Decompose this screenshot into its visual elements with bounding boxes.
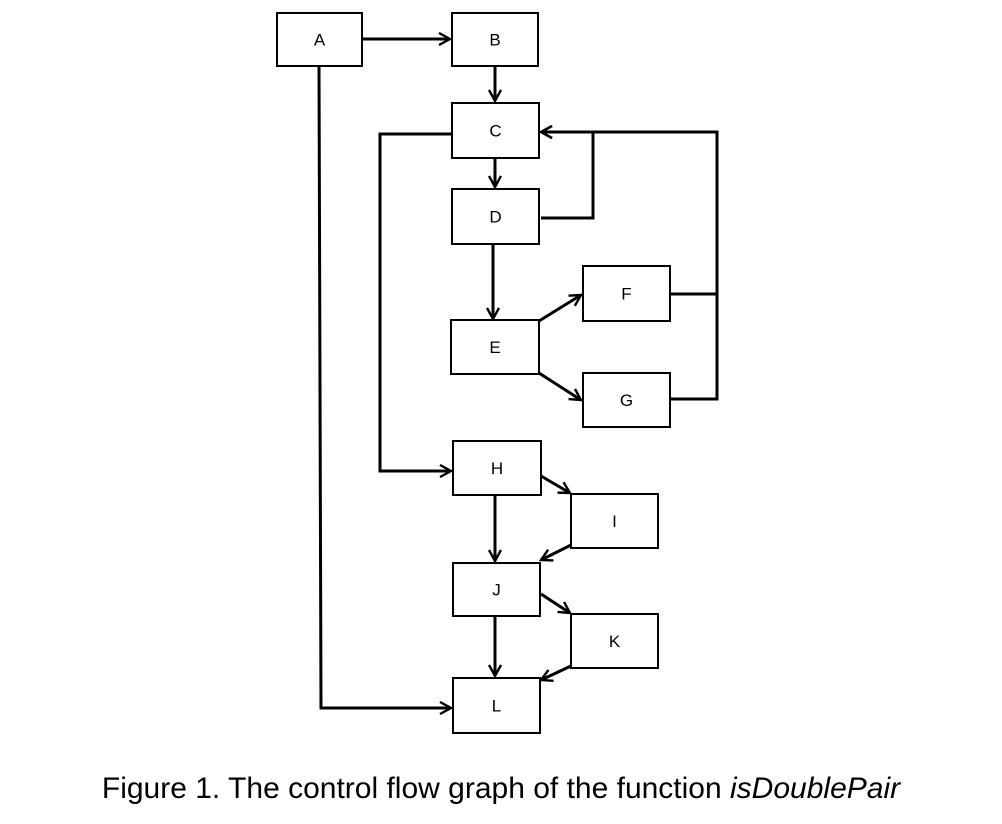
caption-function-name: isDoublePair — [730, 772, 901, 805]
node-label-B: B — [489, 31, 500, 50]
control-flow-graph: A B C D E F G H — [276, 12, 719, 734]
node-B: B — [451, 12, 539, 67]
caption-text: Figure 1. The control flow graph of the … — [101, 772, 731, 805]
node-I: I — [570, 493, 659, 549]
edge-G-C — [541, 132, 719, 401]
node-K: K — [570, 613, 659, 669]
node-H: H — [452, 440, 542, 496]
node-label-K: K — [609, 632, 621, 651]
node-J: J — [452, 562, 541, 617]
node-label-J: J — [492, 581, 501, 600]
node-label-I: I — [612, 512, 617, 531]
edge-K-L — [541, 664, 572, 680]
node-L: L — [452, 677, 541, 734]
node-label-C: C — [489, 122, 501, 141]
edge-H-I — [540, 474, 570, 495]
node-G: G — [582, 372, 671, 428]
edge-E-G — [538, 371, 581, 400]
edge-D-C — [541, 132, 595, 220]
edge-E-F — [538, 295, 581, 323]
node-label-A: A — [314, 31, 326, 50]
node-label-L: L — [492, 697, 501, 716]
node-label-D: D — [489, 208, 501, 227]
node-D: D — [451, 188, 540, 245]
node-label-H: H — [491, 459, 503, 478]
node-C: C — [451, 102, 540, 159]
edge-A-L — [317, 65, 451, 708]
edge-C-H — [378, 132, 452, 471]
node-label-F: F — [621, 285, 631, 304]
node-F: F — [582, 265, 671, 322]
node-A: A — [276, 12, 363, 67]
node-E: E — [450, 319, 540, 375]
node-label-E: E — [489, 338, 500, 357]
node-label-G: G — [620, 391, 633, 410]
edge-I-J — [541, 543, 572, 560]
edge-J-K — [540, 592, 570, 613]
figure-caption: Figure 1. The control flow graph of the … — [0, 772, 1002, 806]
